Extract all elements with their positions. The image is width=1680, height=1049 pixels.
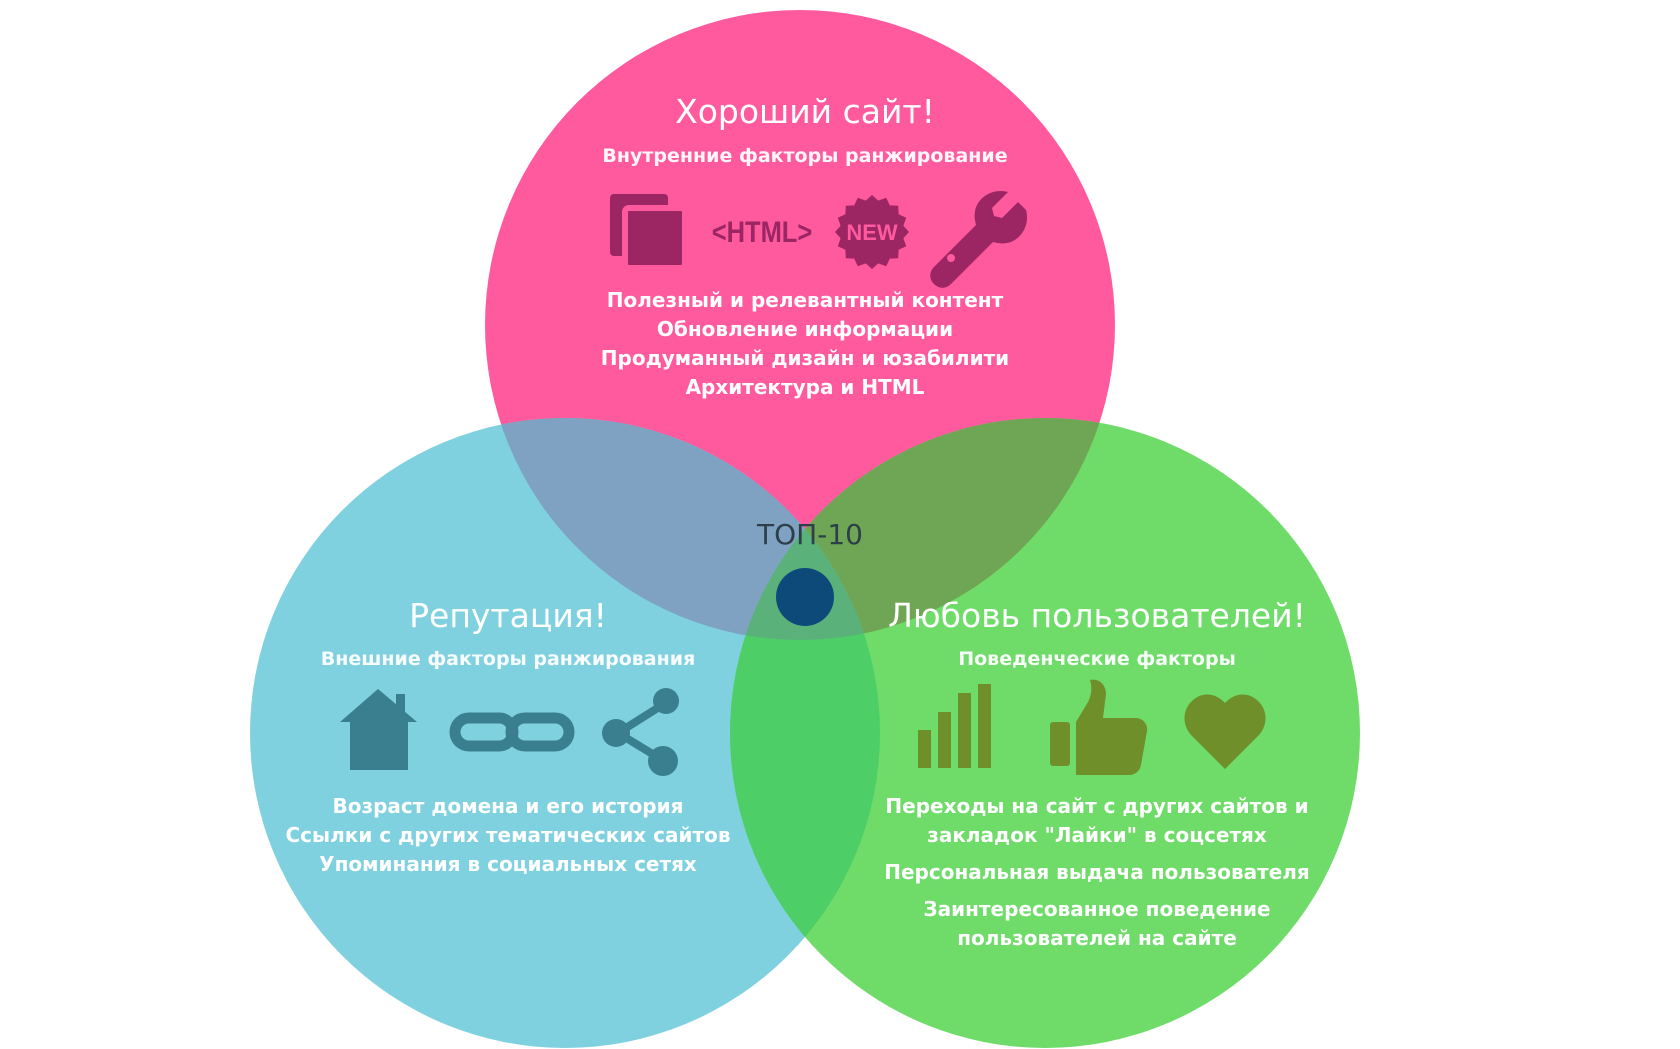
svg-text:<HTML>: <HTML> [712,215,813,248]
list-item: пользователей на сайте [957,926,1237,950]
wrench-icon [930,190,1028,288]
right-circle-subtitle: Поведенческие факторы [958,648,1236,670]
list-item: Возраст домена и его история [332,794,684,818]
html-tag-icon: <HTML> [712,215,813,248]
list-item: Обновление информации [656,317,954,341]
left-circle-lines: Возраст домена и его история Ссылки с др… [285,792,730,879]
list-item: закладок "Лайки" в соцсетях [927,823,1267,847]
list-item: Заинтересованное поведение [923,897,1271,921]
list-item: Продуманный дизайн и юзабилити [600,346,1010,370]
left-circle-subtitle: Внешние факторы ранжирования [320,648,696,670]
top-circle-title: Хороший сайт! [675,92,935,131]
list-item: Переходы на сайт с других сайтов и [885,794,1309,818]
list-item: Архитектура и HTML [685,375,925,399]
copy-icon [610,194,688,271]
list-item: Персональная выдача пользователя [884,860,1310,884]
house-icon [340,689,417,770]
overlap-top-right [730,418,1115,640]
right-circle-title: Любовь пользователей! [888,596,1306,635]
thumbs-up-icon [1050,679,1148,775]
heart-icon [1184,694,1266,769]
top-circle-lines: Полезный и релевантный контент Обновлени… [601,286,1009,402]
svg-text:NEW: NEW [846,220,898,245]
new-badge-icon: NEW [835,195,909,269]
list-item: Полезный и релевантный контент [606,288,1004,312]
top10-dot [776,568,834,626]
overlap-top-left [485,418,880,640]
list-item: Упоминания в социальных сетях [319,852,697,876]
top10-label: ТОП-10 [757,518,863,551]
left-circle-title: Репутация! [409,596,607,635]
chain-link-icon [449,712,575,752]
bar-chart-icon [918,684,991,768]
share-icon [602,688,679,776]
list-item: Ссылки с других тематических сайтов [285,823,731,847]
right-circle-lines: Переходы на сайт с других сайтов и закла… [884,792,1310,953]
top-circle-subtitle: Внутренние факторы ранжирование [602,145,1008,167]
